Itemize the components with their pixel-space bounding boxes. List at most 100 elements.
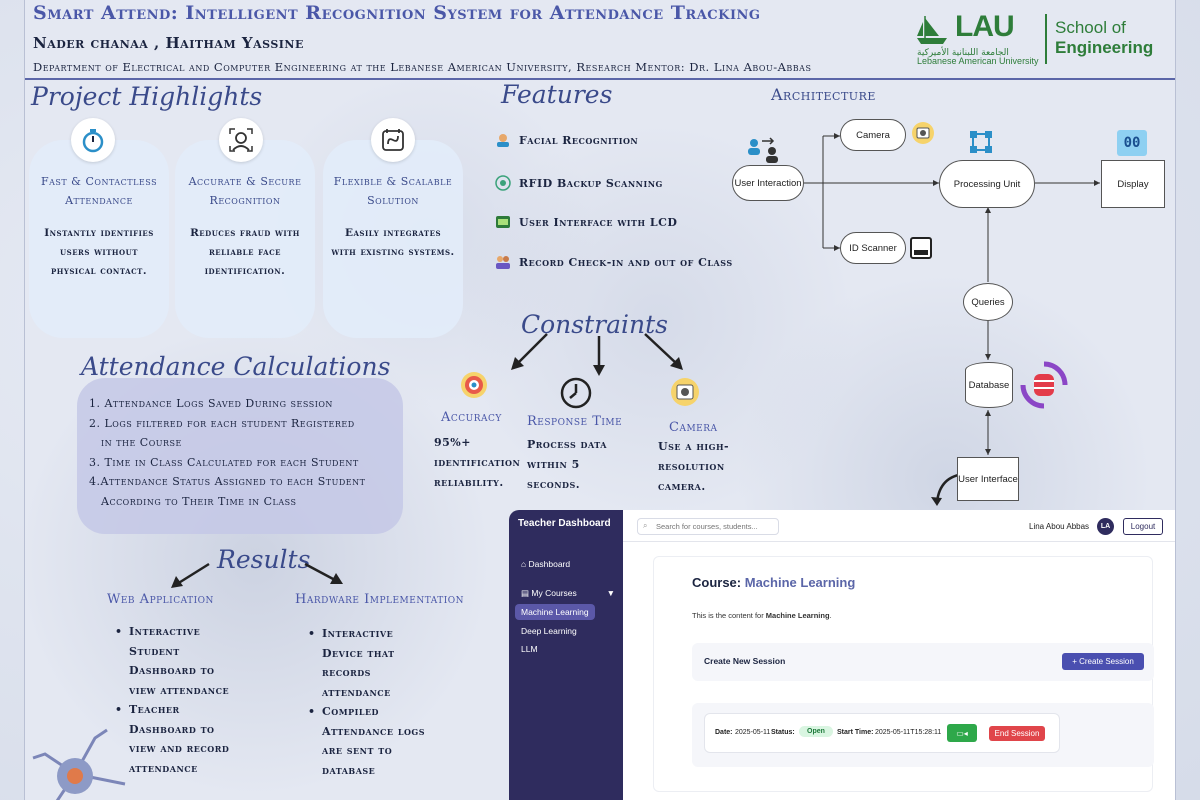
end-session-button[interactable]: End Session [989, 726, 1045, 741]
constraint-body: Process data within 5 seconds. [527, 435, 607, 495]
create-session-bar: Create New Session + Create Session [692, 643, 1154, 681]
dashboard-brand: Teacher Dashboard [518, 518, 611, 529]
dashboard-sidebar: Teacher Dashboard ⌂ Dashboard ▤ My Cours… [509, 510, 623, 800]
home-icon: ⌂ [521, 559, 527, 569]
book-icon: ▤ [521, 588, 530, 598]
feature-label: RFID Backup Scanning [519, 176, 663, 190]
user-name: Lina Abou Abbas [1029, 522, 1090, 531]
lau-wordmark: LAU [955, 10, 1015, 43]
calc-step: 4.Attendance Status Assigned to each Stu… [89, 475, 366, 488]
poster-title: Smart Attend: Intelligent Recognition Sy… [33, 2, 761, 24]
lcd-icon [495, 214, 511, 230]
results-heading: Results [217, 545, 311, 574]
nav-my-courses[interactable]: ▤ My Courses ▼ [515, 585, 619, 602]
node-user-interface: User Interface [957, 457, 1019, 501]
calculations-box: 1. Attendance Logs Saved During session … [77, 378, 403, 534]
logout-button[interactable]: Logout [1123, 518, 1163, 535]
header-divider [25, 78, 1175, 80]
highlight-body: Instantly identifies users without physi… [44, 227, 154, 277]
video-camera-button[interactable]: ▭◂ [947, 724, 977, 742]
constraint-line: identification [434, 456, 521, 469]
neuron-decoration-icon [32, 728, 126, 800]
display-digits-icon: 00 [1117, 130, 1147, 156]
poster: Smart Attend: Intelligent Recognition Sy… [24, 0, 1176, 800]
teacher-dashboard: Teacher Dashboard ⌂ Dashboard ▤ My Cours… [509, 510, 1175, 800]
create-session-button[interactable]: + Create Session [1062, 653, 1144, 670]
course-panel: Course: Machine Learning This is the con… [653, 556, 1154, 792]
lau-arabic: الجامعة اللبنانية الأميركية [917, 48, 1009, 58]
hardware-item: Compiled Attendance logs are sent to dat… [308, 702, 432, 780]
lau-ship-icon [917, 16, 947, 44]
status-badge: Open [799, 726, 833, 737]
face-icon [495, 132, 511, 148]
session-start-label: Start Time: [837, 729, 874, 736]
calc-step: 3. Time in Class Calculated for each Stu… [89, 455, 359, 469]
logo-divider [1045, 14, 1047, 64]
node-id-scanner: ID Scanner [840, 232, 906, 264]
calc-step: 2. Logs filtered for each student Regist… [89, 416, 355, 430]
nav-dashboard[interactable]: ⌂ Dashboard [515, 556, 576, 572]
web-app-title: Web Application [107, 592, 214, 607]
department: Department of Electrical and Computer En… [33, 60, 812, 74]
constraint-line: within 5 [527, 458, 580, 471]
constraint-line: Use a high- [658, 440, 730, 453]
calc-step-cont: in the Course [101, 436, 182, 449]
session-row-wrap: Date: 2025-05-11 Status: Open Start Time… [692, 703, 1154, 767]
dashboard-topbar: ⌕ Lina Abou Abbas LA Logout [623, 510, 1175, 542]
engineering: Engineering [1055, 38, 1154, 57]
content-prefix: This is the content for [692, 611, 764, 620]
results-arrows [171, 562, 343, 588]
id-scanner-icon [909, 236, 933, 264]
feature-item: RFID Backup Scanning [495, 175, 663, 191]
nav-my-courses-label: My Courses [531, 588, 577, 598]
feature-label: User Interface with LCD [519, 215, 678, 229]
highlight-card-scalable: Flexible & Scalable Solution Easily inte… [323, 140, 463, 338]
session-date: 2025-05-11 [735, 729, 771, 736]
nav-course-llm[interactable]: LLM [521, 644, 538, 654]
web-app-list: Interactive Student Dashboard to view at… [115, 622, 239, 778]
highlight-title: Flexible & Scalable Solution [333, 175, 453, 207]
highlights-heading: Project Highlights [31, 82, 263, 111]
database-sync-icon [1019, 360, 1069, 414]
constraint-arrows [511, 333, 683, 376]
course-name: Machine Learning [744, 575, 856, 590]
target-icon [459, 370, 489, 404]
node-display: Display [1101, 160, 1165, 208]
constraint-title: Response Time [527, 414, 623, 429]
content-suffix: . [829, 611, 832, 620]
web-app-item: Teacher Dashboard to view and record att… [115, 700, 239, 778]
constraint-line: resolution [658, 460, 725, 473]
video-camera-icon: ▭◂ [956, 728, 968, 738]
node-processing-unit: Processing Unit [939, 160, 1035, 208]
search-input[interactable] [637, 518, 779, 535]
constraint-body: 95%+ identification reliability. [434, 433, 520, 493]
course-label: Course: [692, 575, 742, 590]
feature-label: Facial Recognition [519, 133, 639, 147]
lau-university-name: Lebanese American University [917, 56, 1039, 66]
camera-lens-icon [669, 376, 701, 412]
feature-label: Record Check-in and out of Class [519, 255, 733, 269]
recognition-icon [219, 118, 263, 162]
constraint-line: reliability. [434, 476, 504, 489]
processor-icon [967, 128, 995, 160]
authors: Nader chanaa , Haitham Yassine [33, 34, 304, 52]
highlight-card-fast: Fast & Contactless Attendance Instantly … [29, 140, 169, 338]
avatar[interactable]: LA [1097, 518, 1114, 535]
session-card: Date: 2025-05-11 Status: Open Start Time… [704, 713, 1060, 753]
highlight-title: Accurate & Secure Recognition [188, 175, 302, 207]
hardware-title: Hardware Implementation [295, 592, 465, 607]
search-icon: ⌕ [643, 521, 648, 530]
highlight-title: Fast & Contactless Attendance [40, 175, 158, 207]
calc-step-cont: According to Their Time in Class [101, 494, 297, 508]
features-heading: Features [501, 80, 613, 109]
create-session-label: Create New Session [704, 656, 786, 666]
clock-icon [559, 376, 593, 414]
hardware-list: Interactive Device that records attendan… [308, 624, 432, 780]
nav-course-machine-learning[interactable]: Machine Learning [515, 604, 595, 620]
session-date-label: Date: [715, 729, 733, 736]
calculations-heading: Attendance Calculations [81, 352, 391, 381]
web-app-item: Interactive Student Dashboard to view at… [115, 622, 239, 700]
session-start: 2025-05-11T15:28:11 [875, 729, 942, 736]
nav-course-deep-learning[interactable]: Deep Learning [521, 626, 577, 636]
session-status-label: Status: [771, 729, 795, 736]
